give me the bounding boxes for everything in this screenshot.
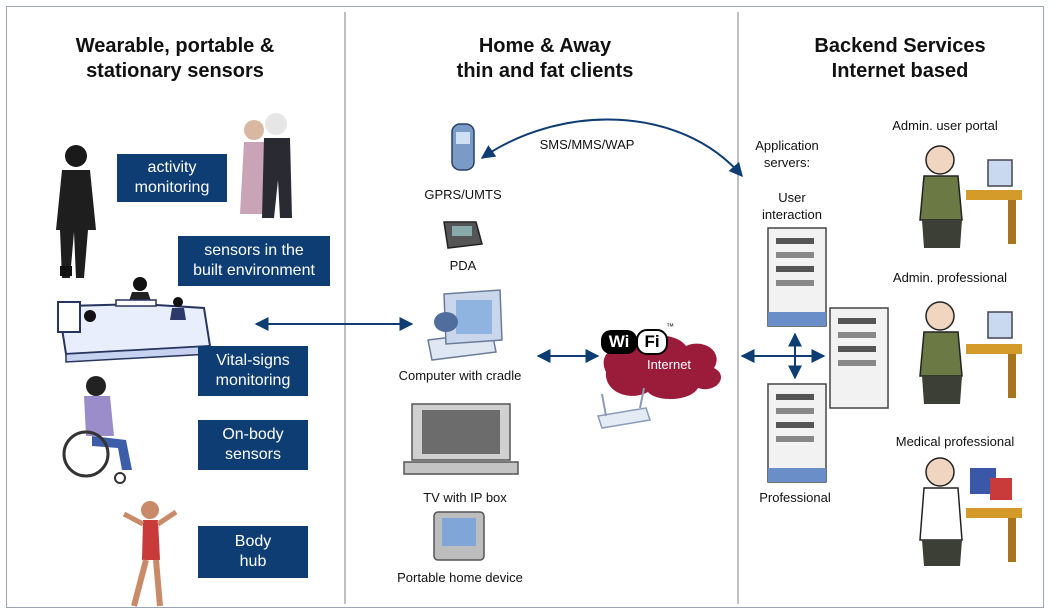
label-gprs-umts: GPRS/UMTS [424,187,502,202]
server-user-interaction-icon [767,227,827,327]
label-portable-home-device: Portable home device [397,570,523,585]
heading-backend-line1: Backend Services [814,35,986,57]
wifi-trademark: ™ [666,322,674,331]
server-professional-icon [767,383,827,483]
body-hub-line2: hub [239,553,267,570]
label-application-servers-line1: Application [755,138,819,153]
heading-sensors-line1: Wearable, portable & [75,35,275,57]
body-hub-box: Body hub [198,526,308,578]
standing-woman-figure [56,145,96,278]
built-environment-line1: sensors in the [204,242,304,259]
pda-icon [443,221,483,249]
heading-clients-line2: thin and fat clients [456,60,634,82]
medical-professional-worker-figure [919,457,1022,566]
activity-monitoring-box: activity monitoring [117,154,227,202]
label-internet: Internet [646,357,692,372]
on-body-sensors-line1: On-body [222,426,284,443]
wheelchair-user-figure [62,376,132,484]
activity-monitoring-line2: monitoring [134,179,210,196]
computer-with-cradle-icon [427,289,503,361]
label-tv-with-ip-box: TV with IP box [423,490,507,505]
label-computer-with-cradle: Computer with cradle [398,368,522,383]
mobile-phone-icon [451,123,475,171]
heading-clients: Home & Away thin and fat clients [395,34,695,84]
built-environment-line2: built environment [193,262,315,279]
column-separator-right [737,12,739,604]
tv-with-ip-box-icon [403,403,519,475]
built-environment-sensors-box: sensors in the built environment [178,236,330,286]
vital-signs-line2: monitoring [215,372,291,389]
vital-signs-monitoring-box: Vital-signs monitoring [198,346,308,396]
elderly-couple-figure [240,113,292,218]
activity-monitoring-line1: activity [147,159,197,176]
body-hub-line1: Body [234,533,272,550]
bed-scene-figure [57,277,212,363]
heading-sensors-line2: stationary sensors [86,60,264,82]
label-sms-mms-wap: SMS/MMS/WAP [539,137,635,152]
label-admin-professional: Admin. professional [892,270,1008,285]
wifi-logo [601,329,668,355]
label-user-interaction-line1: User [778,190,806,205]
admin-professional-worker-figure [919,301,1022,404]
on-body-sensors-line2: sensors [224,446,282,463]
label-user-interaction-line2: interaction [762,207,822,222]
column-separator-left [344,12,346,604]
heading-backend: Backend Services Internet based [770,34,1030,84]
athlete-figure [122,501,178,607]
label-application-servers-line2: servers: [763,155,811,170]
vital-signs-line1: Vital-signs [216,352,290,369]
admin-user-portal-worker-figure [919,145,1022,248]
label-professional: Professional [759,490,831,505]
heading-sensors: Wearable, portable & stationary sensors [20,34,330,84]
label-pda: PDA [449,258,477,273]
wifi-router-icon [597,387,651,429]
on-body-sensors-box: On-body sensors [198,420,308,470]
portable-home-device-icon [433,511,485,561]
heading-backend-line2: Internet based [831,60,969,82]
label-user-interaction: User interaction [752,189,832,223]
server-central-icon [829,307,889,409]
label-admin-user-portal: Admin. user portal [892,118,998,133]
label-medical-professional: Medical professional [895,434,1015,449]
sms-arc-arrow [480,118,743,178]
wifi-fi-text: Fi [644,332,660,351]
heading-clients-line1: Home & Away [478,35,612,57]
wifi-wi-text: Wi [608,332,630,351]
label-application-servers: Application servers: [752,137,822,171]
